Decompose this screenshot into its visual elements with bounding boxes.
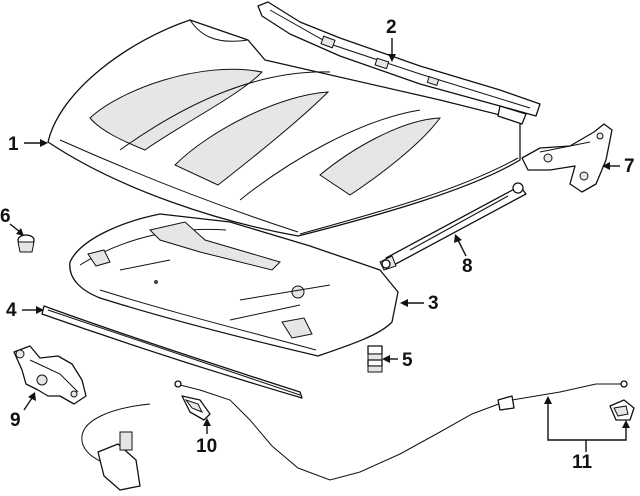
callout-1: 1 bbox=[8, 134, 48, 155]
hood-hinge[interactable] bbox=[521, 123, 613, 193]
hood-insulator[interactable] bbox=[69, 213, 399, 357]
callout-label-11: 11 bbox=[572, 452, 593, 473]
callout-label-1: 1 bbox=[8, 134, 19, 155]
callout-6: 6 bbox=[0, 206, 24, 236]
callout-label-2: 2 bbox=[386, 17, 397, 38]
bumper-stop[interactable] bbox=[367, 345, 383, 373]
callout-label-10: 10 bbox=[196, 436, 217, 457]
callout-label-7: 7 bbox=[624, 156, 635, 177]
hood-latch[interactable] bbox=[13, 345, 87, 405]
release-handle[interactable] bbox=[181, 395, 211, 421]
callout-11: 11 bbox=[544, 396, 630, 473]
callout-label-9: 9 bbox=[10, 410, 21, 431]
callout-label-8: 8 bbox=[462, 256, 473, 277]
callout-4: 4 bbox=[6, 300, 44, 321]
hood-grommet[interactable] bbox=[17, 234, 35, 253]
release-cable[interactable] bbox=[81, 380, 635, 491]
callout-label-5: 5 bbox=[402, 350, 413, 371]
callout-label-6: 6 bbox=[0, 206, 11, 227]
callout-8: 8 bbox=[454, 234, 473, 277]
callout-10: 10 bbox=[196, 418, 217, 457]
callout-7: 7 bbox=[602, 156, 635, 177]
cowl-panel[interactable] bbox=[257, 1, 541, 125]
callout-3: 3 bbox=[400, 293, 439, 314]
callout-2: 2 bbox=[386, 17, 397, 62]
callout-label-3: 3 bbox=[428, 293, 439, 314]
callout-9: 9 bbox=[10, 392, 36, 431]
hood-panel[interactable] bbox=[47, 19, 521, 237]
callout-label-4: 4 bbox=[6, 300, 17, 321]
hood-support-strut[interactable] bbox=[379, 182, 527, 271]
hood-weatherstrip[interactable] bbox=[41, 305, 303, 399]
callout-5: 5 bbox=[382, 350, 413, 371]
